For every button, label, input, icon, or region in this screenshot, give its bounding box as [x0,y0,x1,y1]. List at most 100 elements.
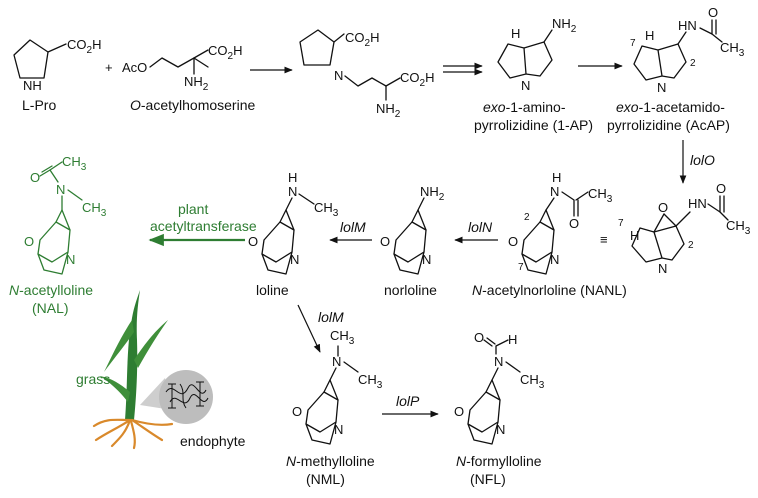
nfl-label-line2: (NFL) [470,471,506,487]
acap-label-line2: pyrrolizidine (AcAP) [607,117,730,133]
arrow-lolM-diagonal [297,304,321,353]
nal-label-line2: (NAL) [32,300,69,316]
nml-n-amine: N [332,354,341,369]
nfl-o-ring: O [454,404,464,419]
norloline-structure: O N NH2 norloline [380,184,445,298]
loline-h: H [288,170,297,185]
ether-hn: HN [688,196,707,211]
acap-h: H [645,28,654,43]
ether-locant-2: 2 [688,240,694,251]
root-system [92,418,174,450]
plant-step-line1: plant [178,201,208,217]
ether-bridged-intermediate-structure: O HN O CH3 H N 7 2 [618,181,751,276]
nfl-h: H [508,332,517,347]
exo-1-aminopyrrolizidine-structure: H NH2 N exo-1-amino- pyrrolizidine (1-AP… [474,16,593,133]
lolM-enzyme-2: lolM [318,309,344,325]
nml-label-line1: N-methylloline [286,453,375,469]
acap-ch3: CH3 [720,40,745,59]
l-proline-structure: CO2H NH L-Pro [13,37,101,113]
acap-label-line1: exo-1-acetamido- [616,99,725,115]
nal-label-line1: N-acetylloline [9,282,93,298]
plant-step-line2: acetyltransferase [150,218,257,234]
intermediate-co2h-top: CO2H [345,30,379,49]
loline-ch3: CH3 [314,200,339,219]
nal-o-ring: O [24,234,34,249]
nml-o-ring: O [292,404,302,419]
nanl-n: N [550,252,559,267]
nfl-o: O [474,330,484,345]
nanl-locant-2: 2 [524,212,530,223]
loline-n-amine: N [288,184,297,199]
intermediate-co2h-side: CO2H [400,70,434,89]
intermediate-structure: CO2H N CO2H NH2 [299,29,434,120]
oah-nh2: NH2 [184,74,209,93]
loline-o-ring: O [248,234,258,249]
loline-label: loline [256,282,289,298]
acap-locant-7: 7 [630,38,636,49]
lpro-nh: NH [23,78,42,93]
nfl-n-amide: N [494,354,503,369]
grass-endophyte-illustration: grass endophyte [76,290,246,450]
intermediate-nh2: NH2 [376,101,401,120]
nal-n: N [66,252,75,267]
n-methylloline-structure: O N N CH3 CH3 N-methylloline (NML) [286,328,383,487]
grass-label: grass [76,371,110,387]
norloline-o-ring: O [380,234,390,249]
o-acetylhomoserine-structure: AcO CO2H NH2 O-acetylhomoserine [122,43,255,113]
acap-hn: HN [678,18,697,33]
ether-h: H [630,228,639,243]
nml-label-line2: (NML) [306,471,345,487]
amino-h: H [511,26,520,41]
nml-ch3-top: CH3 [330,328,355,347]
intermediate-n: N [334,68,343,83]
grass-plant [100,290,168,420]
nanl-ch3: CH3 [588,186,613,205]
nml-ch3: CH3 [358,372,383,391]
nml-n: N [334,422,343,437]
nfl-n: N [496,422,505,437]
endophyte-magnification [140,370,213,424]
acap-locant-2: 2 [690,58,696,69]
exo-1-acetamidopyrrolizidine-structure: H HN O CH3 7 2 N exo-1-acetamido- pyrrol… [607,5,745,133]
lolO-enzyme: lolO [690,152,715,168]
nal-n-amide: N [56,182,65,197]
ether-locant-7: 7 [618,218,624,229]
amino-nh2: NH2 [552,16,577,35]
amino-label-line1: exo-1-amino- [483,99,566,115]
n-acetylnorloline-structure: O N N H O CH3 2 7 N-acetylnorloline (NAN… [472,170,627,298]
ether-n: N [658,261,667,276]
nal-o: O [30,170,40,185]
nal-ch3: CH3 [82,200,107,219]
loline-structure: O N N H CH3 loline [248,170,339,298]
plus-sign: + [105,60,113,75]
nal-ch3-top: CH3 [62,154,87,173]
acap-n: N [657,80,666,95]
oah-co2h: CO2H [208,43,242,62]
oah-label: O-acetylhomoserine [130,97,255,113]
amino-n: N [521,78,530,93]
nanl-locant-7: 7 [518,262,524,273]
n-acetylloline-structure: O N N CH3 O CH3 N-acetylloline (NAL) [9,154,107,316]
norloline-label: norloline [384,282,437,298]
loline-n: N [290,252,299,267]
lolM-enzyme-1: lolM [340,219,366,235]
nfl-ch3: CH3 [520,372,545,391]
nanl-label: N-acetylnorloline (NANL) [472,282,627,298]
oah-aco: AcO [122,60,147,75]
ether-o-ring: O [658,200,668,215]
ether-ch3: CH3 [726,218,751,237]
nanl-h: H [552,170,561,185]
ether-o: O [716,181,726,196]
equivalence-sign: ≡ [600,232,608,247]
acap-o: O [708,5,718,20]
norloline-nh2: NH2 [420,184,445,203]
nanl-n-amide: N [550,184,559,199]
nfl-label-line1: N-formylloline [456,453,542,469]
nanl-o-ring: O [508,234,518,249]
n-formylloline-structure: O N N O H CH3 N-formylloline (NFL) [454,330,545,487]
lolP-enzyme: lolP [396,393,420,409]
endophyte-label: endophyte [180,433,246,449]
lpro-label: L-Pro [22,97,56,113]
norloline-n: N [422,252,431,267]
